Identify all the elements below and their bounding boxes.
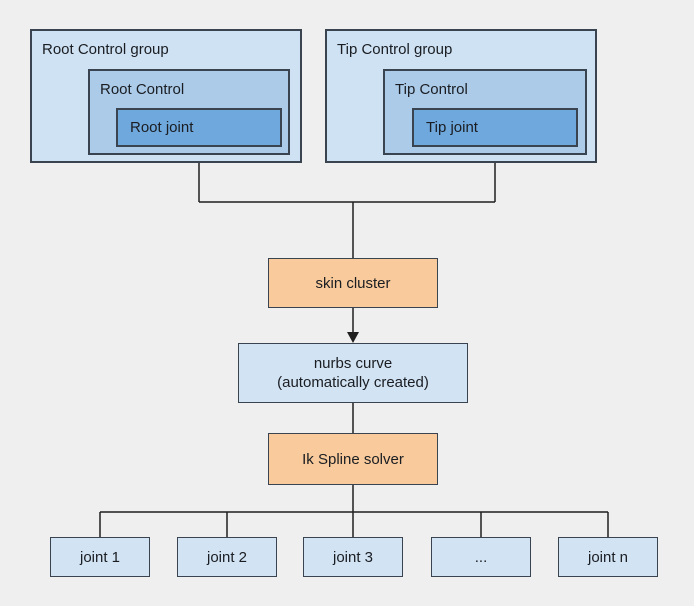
joint-2-label: joint 2 — [206, 548, 248, 566]
joint-n-label: joint n — [587, 548, 629, 566]
ik-spline-solver-node: Ik Spline solver — [268, 433, 438, 485]
tip-control-group-box: Tip Control group Tip Control Tip joint — [325, 29, 597, 163]
tip-joint-label: Tip joint — [426, 119, 478, 136]
joint-node-ellipsis: ... — [431, 537, 531, 577]
root-control-box: Root Control Root joint — [88, 69, 290, 155]
ik-spline-solver-label: Ik Spline solver — [302, 450, 404, 468]
root-control-label: Root Control — [100, 81, 185, 98]
joint-node-1: joint 1 — [50, 537, 150, 577]
joint-node-3: joint 3 — [303, 537, 403, 577]
root-control-group-box: Root Control group Root Control Root joi… — [30, 29, 302, 163]
root-control-group-label: Root Control group — [42, 41, 169, 58]
joint-node-n: joint n — [558, 537, 658, 577]
root-joint-label: Root joint — [130, 119, 194, 136]
joint-ellipsis-label: ... — [474, 548, 488, 566]
nurbs-curve-node: nurbs curve (automatically created) — [238, 343, 468, 403]
joint-1-label: joint 1 — [79, 548, 121, 566]
arrow-down-marker — [347, 332, 359, 343]
tip-joint-box: Tip joint — [412, 108, 578, 147]
nurbs-curve-label-line1: nurbs curve — [313, 355, 393, 372]
skin-cluster-node: skin cluster — [268, 258, 438, 308]
skin-cluster-label: skin cluster — [315, 274, 391, 292]
root-joint-box: Root joint — [116, 108, 282, 147]
joint-3-label: joint 3 — [332, 548, 374, 566]
nurbs-curve-label-line2: (automatically created) — [277, 374, 429, 391]
tip-control-group-label: Tip Control group — [337, 41, 453, 58]
joint-node-2: joint 2 — [177, 537, 277, 577]
tip-control-label: Tip Control — [395, 81, 468, 98]
tip-control-box: Tip Control Tip joint — [383, 69, 587, 155]
